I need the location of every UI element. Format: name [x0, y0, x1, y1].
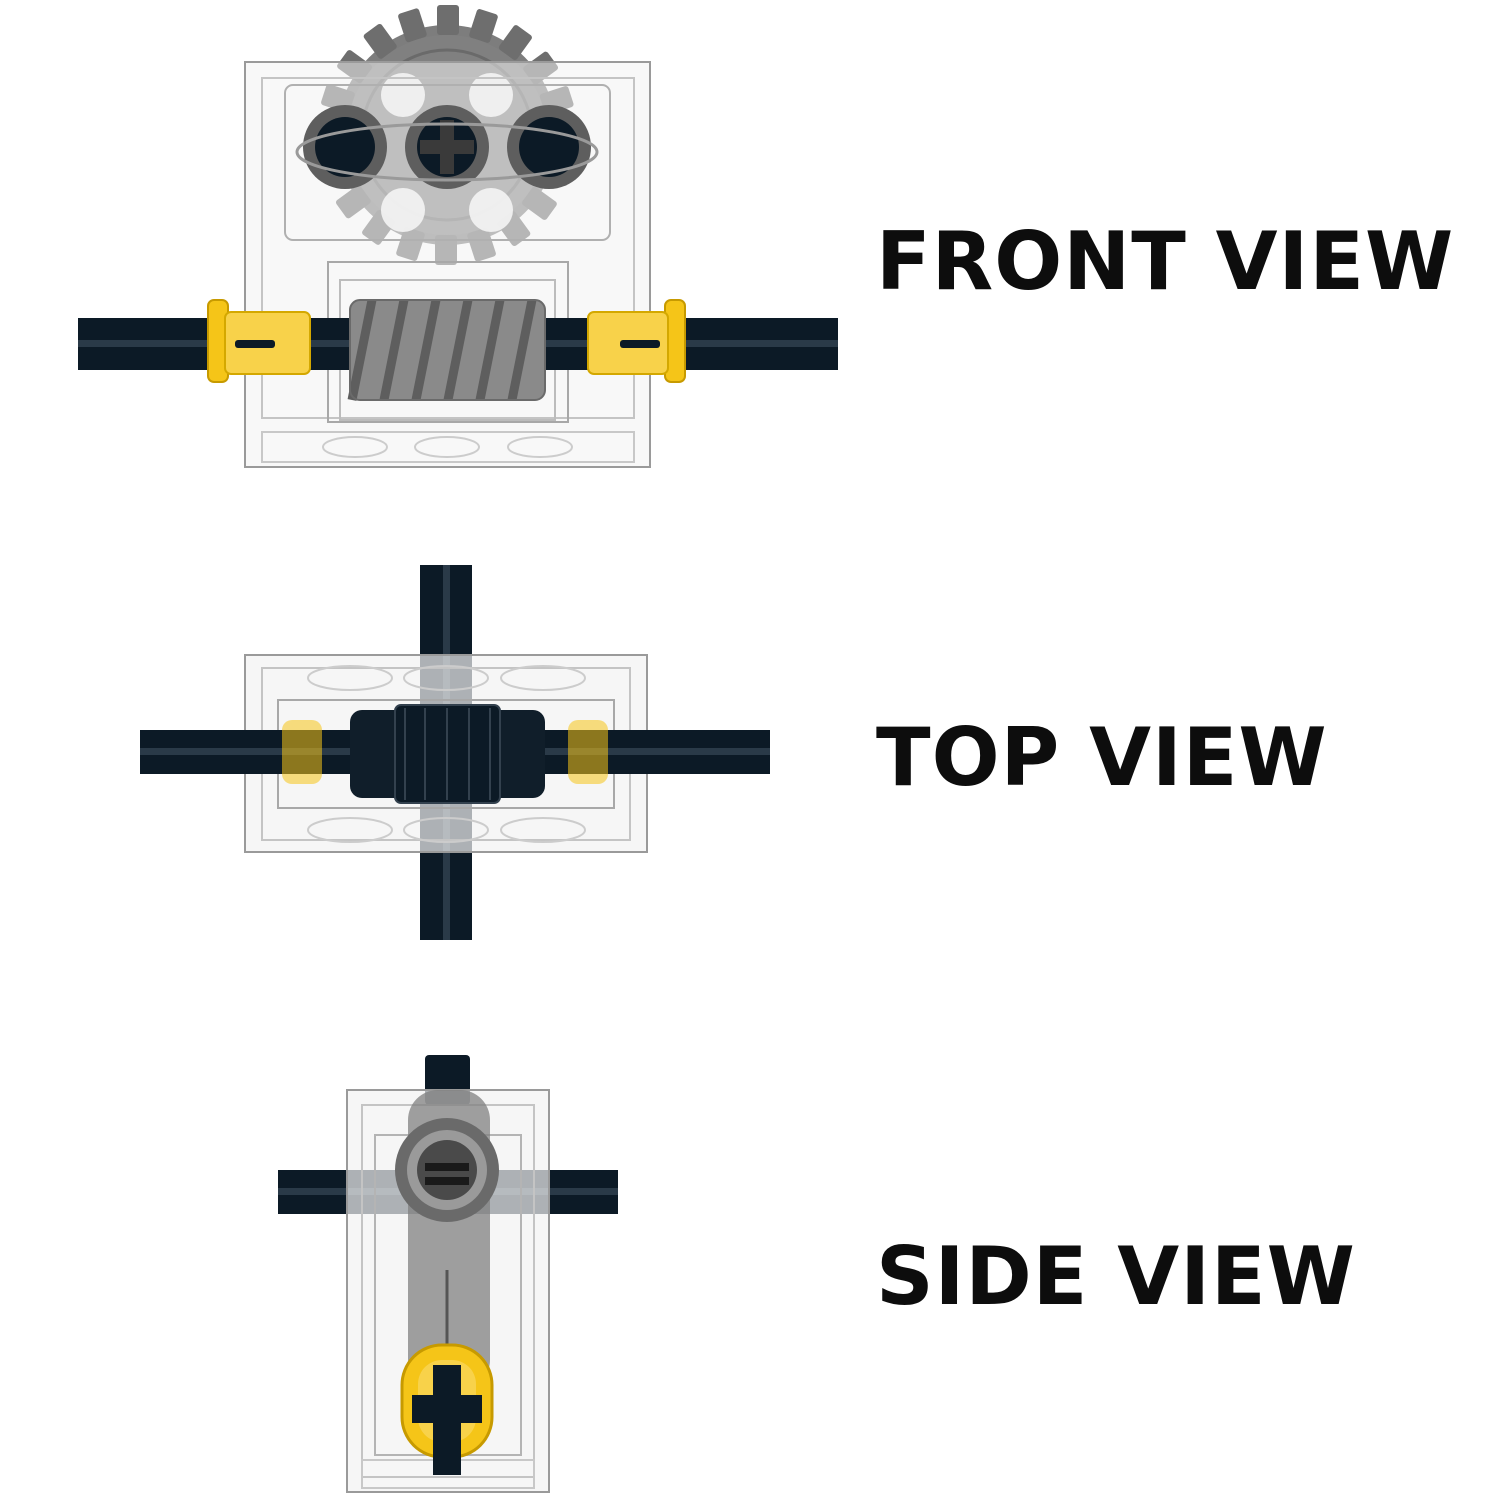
- top-bushing-right: [568, 720, 608, 784]
- side-view-drawing: [278, 1055, 618, 1493]
- side-view-label: SIDE VIEW: [876, 1230, 1356, 1323]
- front-gear-holes: [295, 105, 599, 189]
- front-bushing-left: [207, 299, 311, 383]
- front-view-label: FRONT VIEW: [876, 215, 1455, 308]
- front-bushing-right: [587, 299, 686, 383]
- front-worm-gear: [347, 299, 546, 401]
- top-gear: [350, 704, 545, 804]
- top-bushing-left: [282, 720, 322, 784]
- top-view-section: TOP VIEW: [0, 560, 1497, 950]
- top-view-label: TOP VIEW: [876, 711, 1328, 804]
- front-view-drawing: [78, 5, 838, 468]
- top-view-drawing: [140, 565, 770, 940]
- front-view-section: FRONT VIEW: [0, 0, 1497, 490]
- side-view-section: SIDE VIEW: [0, 1045, 1497, 1497]
- side-gear-body: [395, 1090, 499, 1390]
- side-bushing: [400, 1343, 494, 1475]
